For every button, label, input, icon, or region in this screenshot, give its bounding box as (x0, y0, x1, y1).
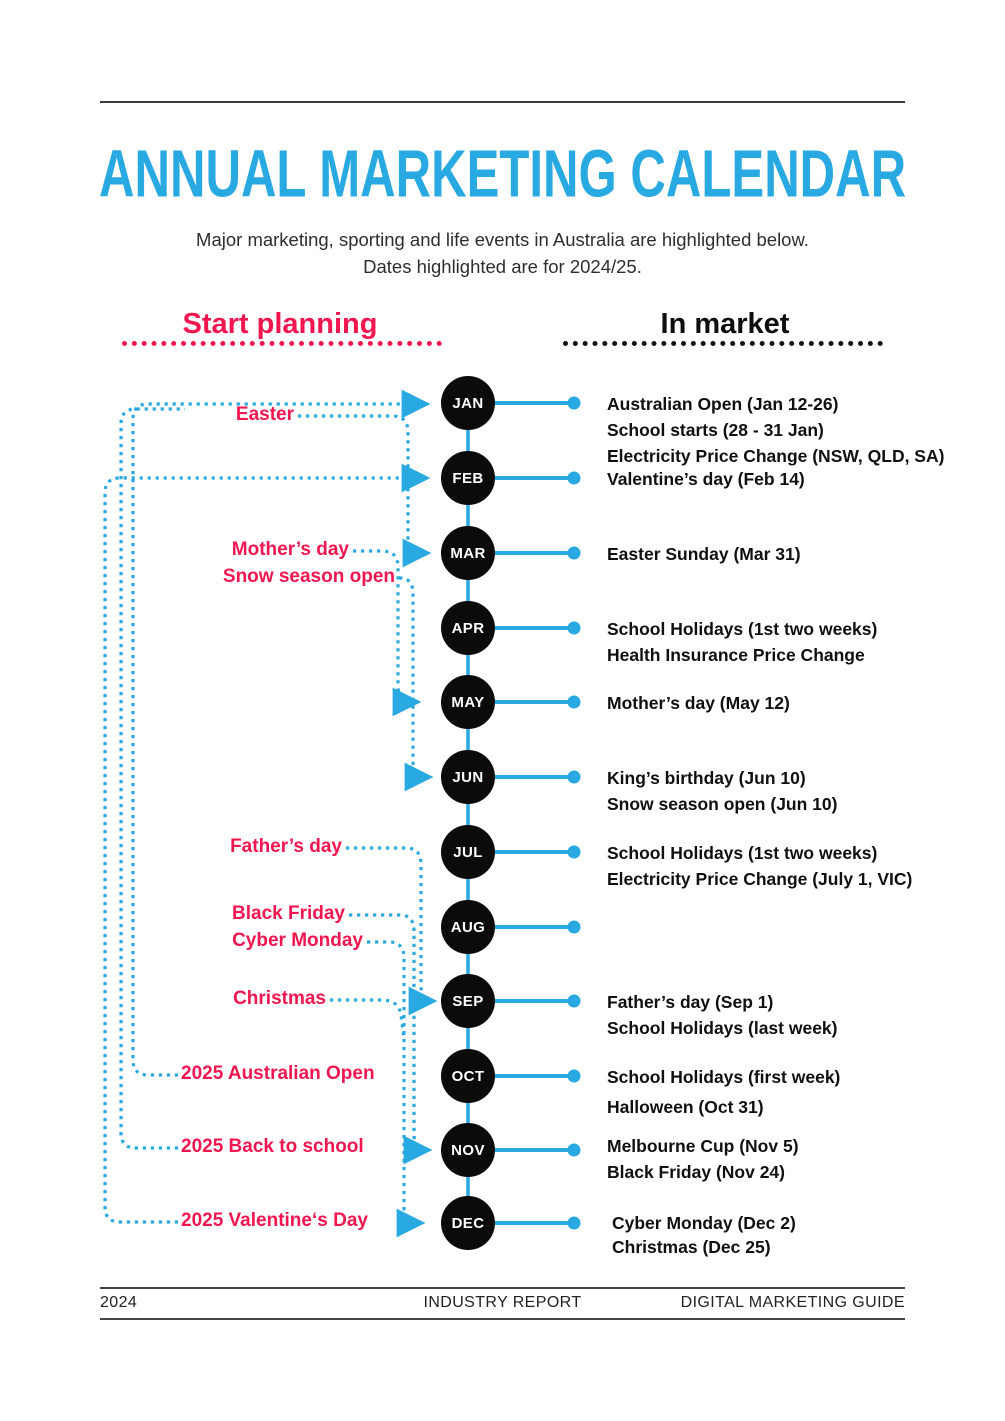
planning-label-2025-back-to-school: 2025 Back to school (181, 1136, 364, 1157)
event-line: King’s birthday (Jun 10) (607, 768, 806, 788)
path-easter-to-mar (298, 414, 432, 568)
subtitle-line-1: Major marketing, sporting and life event… (196, 229, 809, 250)
planning-label-2025-australian-open: 2025 Australian Open (181, 1063, 375, 1084)
event-line: Halloween (Oct 31) (607, 1097, 764, 1117)
month-label: APR (451, 619, 485, 637)
event-line: Snow season open (Jun 10) (607, 794, 838, 814)
month-label: AUG (450, 918, 486, 936)
events-jun: King’s birthday (Jun 10) Snow season ope… (607, 765, 837, 817)
footer-right: DIGITAL MARKETING GUIDE (680, 1294, 905, 1311)
column-header-in-market: In market (660, 308, 790, 340)
month-circle-nov: NOV (441, 1123, 495, 1177)
planning-label-2025-valentines-day: 2025 Valentine‘s Day (181, 1210, 368, 1231)
event-line: Valentine’s day (Feb 14) (607, 469, 805, 489)
footer-rule-top (100, 1287, 905, 1289)
month-circle-may: MAY (441, 675, 495, 729)
events-oct: School Holidays (first week) Halloween (… (607, 1062, 840, 1122)
start-planning-dotted-underline (122, 341, 442, 346)
month-circle-jan: JAN (441, 376, 495, 430)
page-subtitle: Major marketing, sporting and life event… (0, 226, 1005, 280)
footer: 2024 INDUSTRY REPORT DIGITAL MARKETING G… (100, 1294, 905, 1312)
event-line: Christmas (Dec 25) (612, 1237, 771, 1257)
column-header-start-planning: Start planning (182, 308, 378, 340)
path-2025-valentines-day-to-feb (103, 463, 431, 1224)
footer-year: 2024 (100, 1294, 138, 1311)
events-apr: School Holidays (1st two weeks) Health I… (607, 616, 877, 668)
event-line: School Holidays (last week) (607, 1018, 838, 1038)
subtitle-line-2: Dates highlighted are for 2024/25. (363, 256, 642, 277)
month-label: JAN (452, 394, 484, 412)
month-circle-oct: OCT (441, 1049, 495, 1103)
month-circle-mar: MAR (441, 526, 495, 580)
month-label: DEC (451, 1214, 485, 1232)
planning-label-christmas: Christmas (233, 988, 326, 1009)
footer-rule-bottom (100, 1318, 905, 1320)
planning-label-cyber-monday: Cyber Monday (232, 930, 363, 951)
path-black-friday-to-nov (349, 913, 433, 1165)
event-line: Electricity Price Change (July 1, VIC) (607, 869, 913, 889)
in-market-connectors (495, 396, 581, 1230)
path-2025-australian-open-to-jan (131, 389, 431, 1077)
month-label: OCT (451, 1067, 485, 1085)
events-sep: Father’s day (Sep 1) School Holidays (la… (607, 989, 837, 1041)
events-mar: Easter Sunday (Mar 31) (607, 541, 801, 567)
path-mothers-day-to-may (353, 549, 422, 717)
event-line: Electricity Price Change (NSW, QLD, SA) (607, 446, 945, 466)
event-line: Australian Open (Jan 12-26) (607, 394, 839, 414)
month-circle-jul: JUL (441, 825, 495, 879)
events-nov: Melbourne Cup (Nov 5) Black Friday (Nov … (607, 1133, 799, 1185)
path-christmas-to-dec (330, 998, 406, 1039)
events-feb: Valentine’s day (Feb 14) (607, 466, 805, 492)
event-line: School Holidays (1st two weeks) (607, 619, 878, 639)
planning-label-easter: Easter (235, 404, 294, 425)
month-label: MAY (451, 693, 485, 711)
event-line: School Holidays (first week) (607, 1067, 841, 1087)
events-jul: School Holidays (1st two weeks) Electric… (607, 840, 912, 892)
event-line: Melbourne Cup (Nov 5) (607, 1136, 799, 1156)
month-circle-jun: JUN (441, 750, 495, 804)
month-label: JUL (453, 843, 483, 861)
path-cyber-monday-to-dec (367, 940, 426, 1238)
path-snow-season-open-to-jun (399, 576, 434, 792)
month-circle-feb: FEB (441, 451, 495, 505)
planning-label-mothers-day: Mother’s day (231, 539, 349, 560)
event-line: School Holidays (1st two weeks) (607, 843, 878, 863)
page-title: ANNUAL MARKETING CALENDAR (99, 137, 907, 212)
month-circle-dec: DEC (441, 1196, 495, 1250)
footer-center: INDUSTRY REPORT (423, 1294, 582, 1311)
path-fathers-day-to-sep (346, 846, 438, 1016)
event-line: Father’s day (Sep 1) (607, 992, 774, 1012)
month-label: FEB (452, 469, 484, 487)
month-circle-apr: APR (441, 601, 495, 655)
event-line: Black Friday (Nov 24) (607, 1162, 785, 1182)
events-dec: Cyber Monday (Dec 2) Christmas (Dec 25) (612, 1211, 796, 1259)
planning-label-fathers-day: Father’s day (230, 836, 342, 857)
in-market-dotted-underline (563, 341, 883, 346)
events-jan: Australian Open (Jan 12-26) School start… (607, 391, 944, 469)
event-line: Easter Sunday (Mar 31) (607, 544, 801, 564)
month-circle-aug: AUG (441, 900, 495, 954)
planning-label-snow-season-open: Snow season open (222, 566, 395, 587)
month-label: SEP (452, 992, 484, 1010)
month-label: NOV (451, 1141, 485, 1159)
planning-connectors (103, 389, 438, 1238)
month-label: MAR (450, 544, 486, 562)
event-line: Mother’s day (May 12) (607, 693, 790, 713)
event-line: Cyber Monday (Dec 2) (612, 1213, 796, 1233)
event-line: School starts (28 - 31 Jan) (607, 420, 824, 440)
month-circle-sep: SEP (441, 974, 495, 1028)
event-line: Health Insurance Price Change (607, 645, 865, 665)
planning-label-black-friday: Black Friday (232, 903, 345, 924)
month-label: JUN (452, 768, 484, 786)
path-2025-back-to-school-to-jan (119, 407, 185, 1150)
top-rule (100, 101, 905, 103)
events-may: Mother’s day (May 12) (607, 690, 790, 716)
